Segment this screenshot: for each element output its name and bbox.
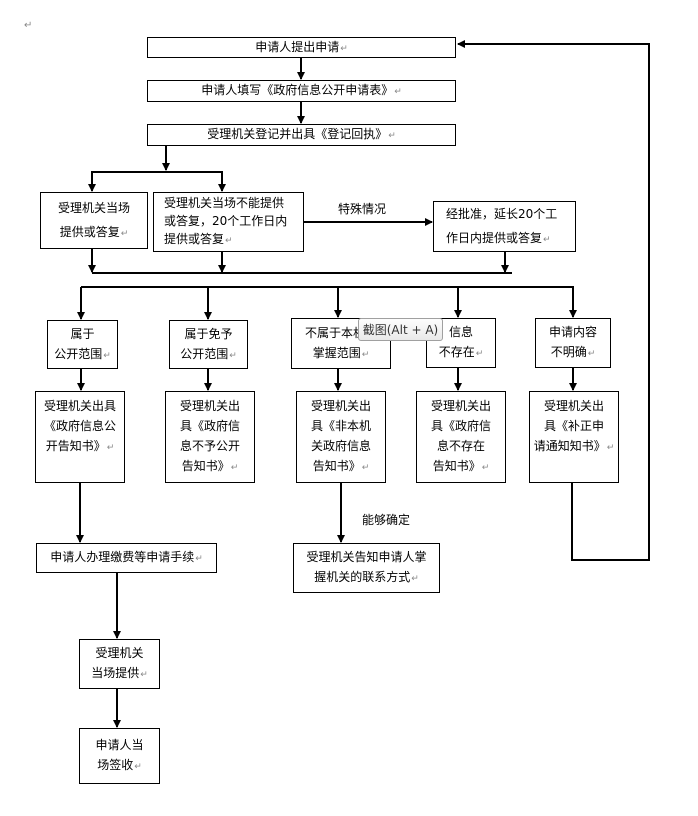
node-extend-20-days: 经批准，延长20个工 作日内提供或答复↵ (433, 201, 576, 252)
node-text: 《政府信息公 (43, 419, 116, 433)
node-text: 请通知知书》↵ (533, 439, 615, 453)
node-text: 受理机关登记并出具《登记回执》↵ (207, 127, 396, 141)
screenshot-tooltip: 截图(Alt + A) (358, 318, 443, 341)
node-notice-not-held: 受理机关出 具《非本机 关政府信息 告知书》↵ (296, 391, 386, 483)
node-text: 信息 (448, 325, 473, 339)
node-text: 受理机关出 (179, 399, 240, 413)
node-text: 属于免予 (184, 326, 233, 341)
node-text: 息不予公开 (179, 439, 240, 453)
paragraph-mark: ↵ (230, 463, 239, 473)
node-not-exist: 信息 不存在↵ (426, 318, 496, 368)
node-text: 受理机关出 (430, 399, 491, 413)
paragraph-mark: ↵ (195, 554, 203, 564)
paragraph-mark: ↵ (225, 236, 233, 246)
paragraph-mark: ↵ (106, 443, 115, 453)
node-text: 受理机关 (95, 646, 144, 660)
node-exempt-scope: 属于免予 公开范围↵ (169, 320, 248, 369)
paragraph-mark: ↵ (340, 43, 348, 54)
paragraph-mark: ↵ (120, 228, 129, 239)
split-bar (91, 171, 223, 191)
node-text: 作日内提供或答复↵ (446, 230, 551, 245)
node-text: 开告知书》↵ (45, 439, 115, 453)
node-submit: 申请人提出申请↵ (147, 37, 456, 58)
node-provide-onsite: 受理机关 当场提供↵ (79, 639, 160, 689)
paragraph-mark: ↵ (388, 131, 396, 141)
paragraph-mark: ↵ (134, 762, 142, 772)
node-text: 受理机关出 (310, 399, 371, 413)
node-text: 提供或答复↵ (164, 232, 233, 246)
node-text: 告知书》↵ (432, 459, 490, 473)
paragraph-mark: ↵ (24, 20, 33, 31)
node-text: 属于 (70, 326, 95, 341)
node-text: 场签收↵ (97, 758, 142, 772)
node-text: 具《政府信 (430, 419, 491, 433)
node-notice-not-exist: 受理机关出 具《政府信 息不存在 告知书》↵ (416, 391, 506, 483)
paragraph-mark: ↵ (587, 349, 596, 359)
node-text: 具《政府信 (179, 419, 240, 433)
node-text: 当场提供↵ (91, 666, 148, 680)
node-text: 申请人当 (95, 738, 144, 752)
node-inform-contact: 受理机关告知申请人掌 握机关的联系方式↵ (293, 543, 440, 593)
node-text: 申请内容 (548, 325, 597, 339)
node-text: 握机关的联系方式↵ (314, 570, 419, 584)
edge-correction-feedback (457, 40, 650, 561)
node-text: 告知书》↵ (312, 459, 370, 473)
paragraph-mark: ↵ (361, 349, 370, 360)
node-text: 不明确↵ (550, 345, 596, 359)
node-text: 受理机关告知申请人掌 (306, 550, 427, 564)
paragraph-mark: ↵ (140, 670, 148, 680)
node-sign-receipt: 申请人当 场签收↵ (79, 728, 160, 784)
paragraph-mark: ↵ (481, 463, 490, 473)
node-within-20-days: 受理机关当场不能提供 或答复，20个工作日内 提供或答复↵ (153, 192, 304, 252)
edge-label-special-case: 特殊情况 (338, 202, 387, 216)
paragraph-mark: ↵ (411, 574, 419, 584)
paragraph-mark: ↵ (361, 463, 370, 473)
node-text: 受理机关出具 (43, 399, 116, 413)
node-text: 或答复，20个工作日内 (164, 214, 288, 228)
paragraph-mark: ↵ (103, 350, 111, 361)
node-text: 经批准，延长20个工 (446, 206, 558, 221)
paragraph-mark: ↵ (229, 350, 237, 361)
node-text: 息不存在 (436, 439, 485, 453)
node-notice-not-public: 受理机关出 具《政府信 息不予公开 告知书》↵ (165, 391, 255, 483)
node-text: 具《非本机 (310, 419, 371, 433)
node-notice-correction: 受理机关出 具《补正申 请通知知书》↵ (529, 391, 619, 483)
node-text: 公开范围↵ (54, 346, 111, 361)
node-public-scope: 属于 公开范围↵ (47, 320, 118, 369)
node-notice-public: 受理机关出具 《政府信息公 开告知书》↵ (35, 391, 125, 483)
node-text: 受理机关出 (543, 399, 604, 413)
node-text: 受理机关当场 (57, 200, 130, 215)
node-text: 申请人填写《政府信息公开申请表》↵ (201, 83, 402, 97)
node-text: 关政府信息 (310, 439, 371, 453)
node-text: 提供或答复↵ (59, 224, 129, 239)
node-text: 告知书》↵ (181, 459, 239, 473)
paragraph-mark: ↵ (543, 234, 551, 245)
node-text: 具《补正申 (543, 419, 604, 433)
node-pay-fees: 申请人办理缴费等申请手续↵ (36, 543, 217, 573)
node-text: 公开范围↵ (180, 346, 237, 361)
node-provide-now: 受理机关当场 提供或答复↵ (40, 192, 148, 249)
node-register: 受理机关登记并出具《登记回执》↵ (147, 124, 456, 146)
node-text: 申请人提出申请↵ (255, 39, 348, 54)
node-text: 不存在↵ (438, 345, 484, 359)
node-unclear: 申请内容 不明确↵ (535, 318, 611, 368)
node-text: 受理机关当场不能提供 (164, 196, 285, 210)
paragraph-mark: ↵ (606, 443, 615, 453)
node-text: 申请人办理缴费等申请手续↵ (50, 550, 203, 564)
edge-label-can-determine: 能够确定 (362, 513, 411, 527)
paragraph-mark: ↵ (475, 349, 484, 359)
paragraph-mark: ↵ (394, 87, 402, 97)
node-text: 掌握范围↵ (312, 345, 370, 360)
node-fill-form: 申请人填写《政府信息公开申请表》↵ (147, 80, 456, 102)
